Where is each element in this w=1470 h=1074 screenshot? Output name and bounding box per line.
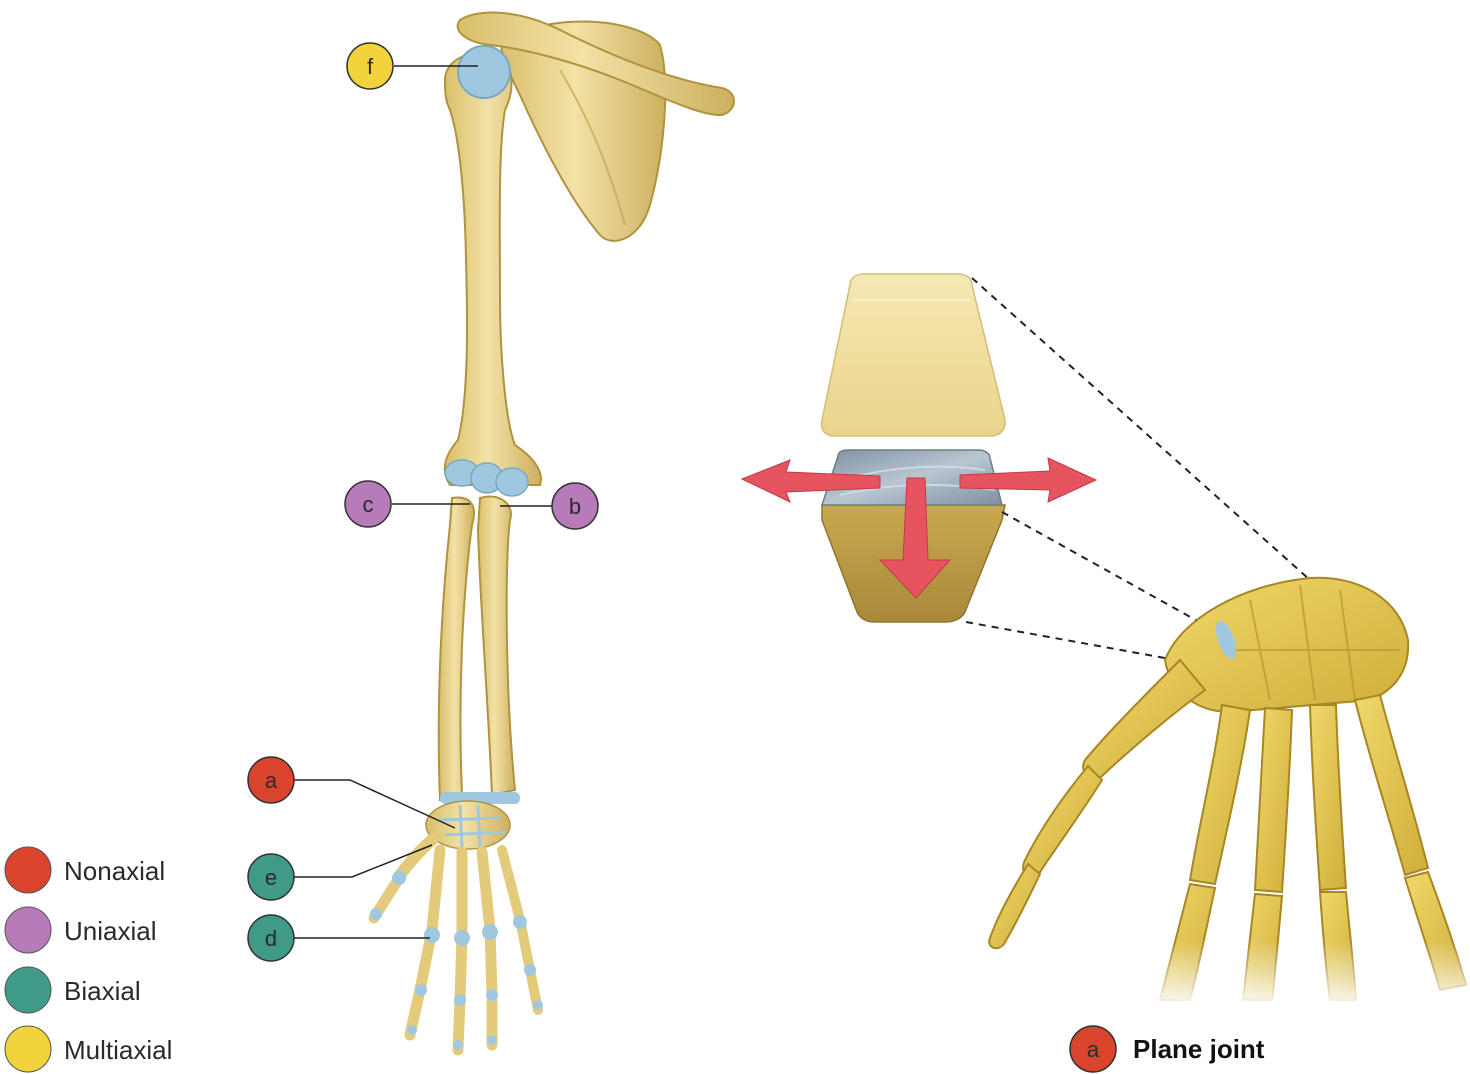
hand-detail (989, 578, 1470, 1010)
legend-item-biaxial: Biaxial (5, 967, 141, 1013)
legend-label: Uniaxial (64, 916, 157, 946)
legend-label: Biaxial (64, 976, 141, 1006)
caption-letter: a (1087, 1037, 1100, 1062)
legend-item-uniaxial: Uniaxial (5, 907, 157, 953)
plane-joint-caption: a Plane joint (1070, 1026, 1265, 1072)
hand-thumb (989, 660, 1205, 948)
callout-f-letter: f (367, 54, 374, 79)
legend: Nonaxial Uniaxial Biaxial Multiaxial (5, 847, 172, 1072)
callout-e-letter: e (265, 865, 277, 890)
legend-item-nonaxial: Nonaxial (5, 847, 165, 893)
legend-label: Nonaxial (64, 856, 165, 886)
carpals (426, 801, 510, 849)
shoulder-joint-cartilage (458, 46, 510, 98)
callout-a-letter: a (265, 768, 278, 793)
legend-swatch-biaxial (5, 967, 51, 1013)
ulna (478, 497, 515, 795)
caption-label: Plane joint (1133, 1034, 1265, 1064)
legend-item-multiaxial: Multiaxial (5, 1026, 172, 1072)
callout-b-letter: b (569, 494, 581, 519)
humerus (445, 53, 541, 485)
callout-c-letter: c (363, 492, 374, 517)
plane-joint-upper-block (822, 274, 1006, 436)
plane-joint-model (742, 274, 1096, 622)
finger-bones (407, 850, 543, 1050)
callout-a: a (248, 757, 455, 828)
thumb-bones (370, 840, 432, 920)
legend-swatch-uniaxial (5, 907, 51, 953)
legend-swatch-multiaxial (5, 1026, 51, 1072)
radius (439, 497, 474, 800)
legend-label: Multiaxial (64, 1035, 172, 1065)
callout-d-letter: d (265, 926, 277, 951)
legend-swatch-nonaxial (5, 847, 51, 893)
arm-skeleton (370, 13, 734, 1050)
callout-d: d (248, 915, 430, 961)
